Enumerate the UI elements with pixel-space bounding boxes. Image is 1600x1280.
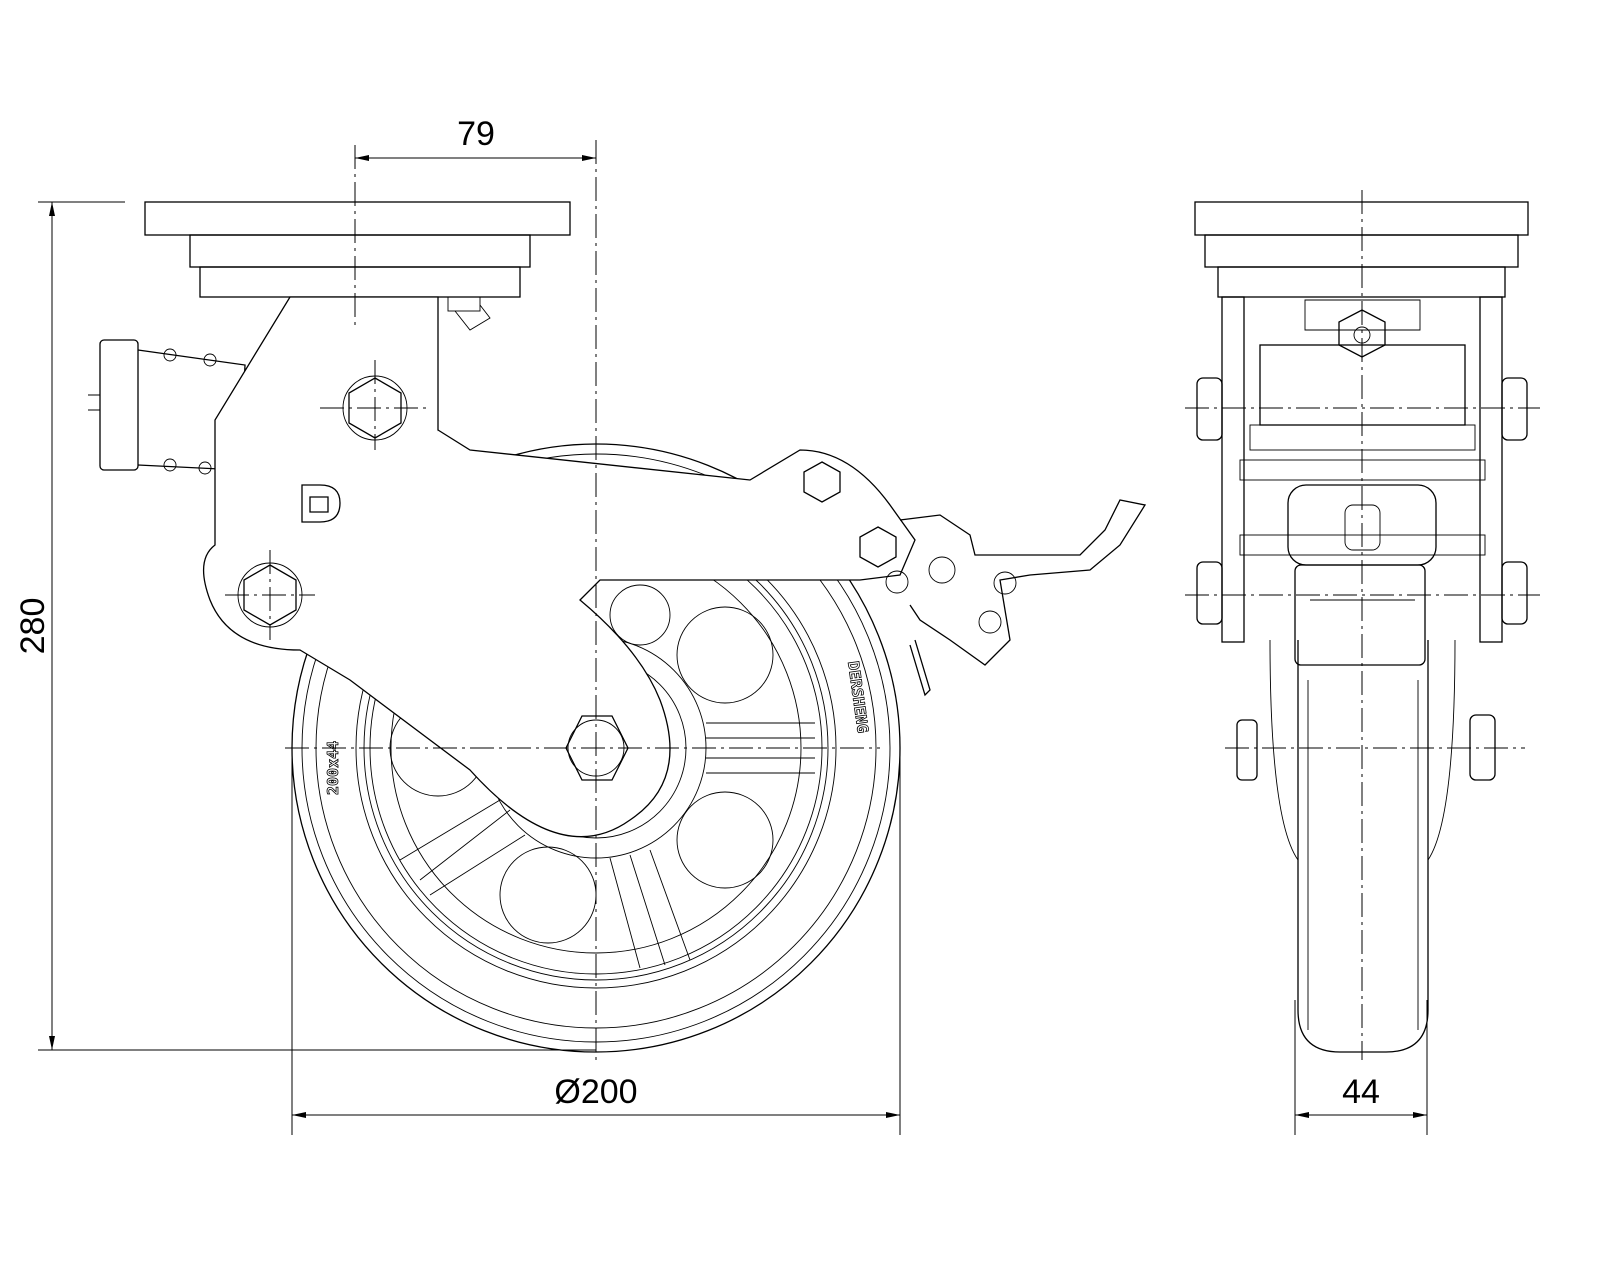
wheel-brand-marking: DERSHENG: [844, 660, 872, 734]
mounting-plate: [144, 201, 571, 298]
dimension-width: 44: [1294, 1000, 1428, 1135]
brake-lever: [803, 461, 1147, 697]
offset-dimension-label: 79: [457, 115, 495, 153]
front-elevation-view: 44: [1185, 190, 1540, 1135]
wheel-side: [1269, 639, 1456, 1053]
diameter-dimension-label: Ø200: [554, 1073, 637, 1111]
brand-logo: [301, 484, 341, 523]
side-elevation-view: 200x44 DERSHENG: [14, 115, 1147, 1135]
swivel-fork: [203, 296, 916, 838]
grease-nipple: [447, 296, 491, 331]
wheel-size-marking: 200x44: [324, 741, 342, 795]
center-lines: [225, 140, 880, 1060]
dimension-offset: 79: [355, 115, 597, 161]
dimension-diameter: Ø200: [291, 748, 901, 1135]
dimension-height: 280: [14, 201, 596, 1051]
side-center-lines: [1185, 190, 1540, 1060]
height-dimension-label: 280: [14, 598, 52, 655]
width-dimension-label: 44: [1342, 1073, 1380, 1111]
fork-legs: [1221, 296, 1503, 643]
wheel-spokes: [399, 722, 815, 969]
